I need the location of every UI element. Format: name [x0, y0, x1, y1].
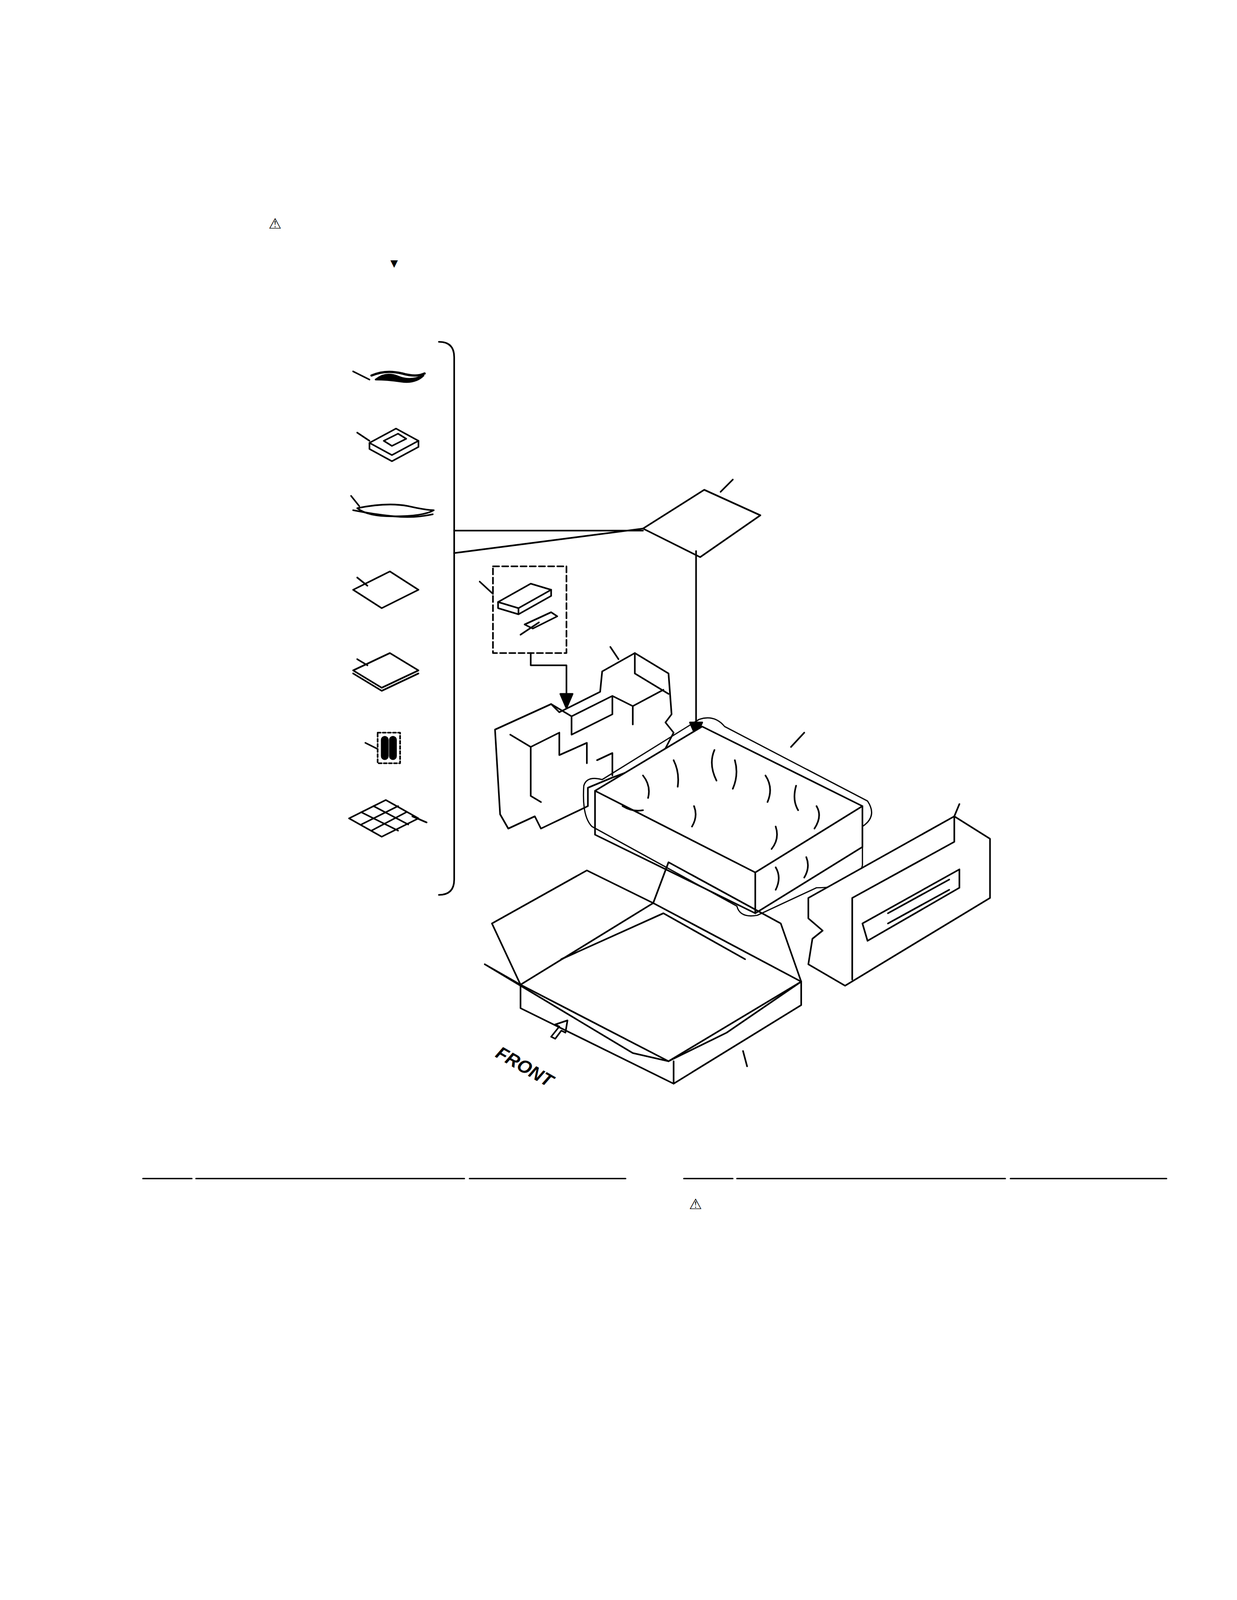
- drawing-part: [361, 806, 409, 832]
- drawing-part: [377, 733, 401, 764]
- cable-coil: [353, 371, 426, 382]
- drawing-part: [852, 816, 960, 980]
- drawing-part: [610, 647, 619, 660]
- drawing-part: [492, 870, 654, 985]
- drawing-part: [520, 622, 540, 636]
- sheet: [353, 571, 419, 609]
- drawing-part: [720, 479, 734, 493]
- drawing-part: [595, 726, 863, 873]
- drawing-part: [353, 653, 419, 689]
- drawing-part: [695, 551, 698, 734]
- drawing-part: [357, 659, 368, 666]
- drawing-part: [561, 913, 746, 960]
- drawing-part: [390, 737, 397, 760]
- power-cord: [351, 496, 434, 518]
- drawing-part: [353, 510, 434, 518]
- bracket-line: [454, 528, 643, 554]
- drawing-part: [412, 816, 427, 823]
- grid-sheet: [349, 800, 427, 837]
- drawing-part: [551, 1020, 568, 1040]
- drawing-part: [791, 733, 805, 748]
- drawing-part: [888, 880, 950, 925]
- drawing-part: [510, 733, 587, 803]
- drawing-part: [371, 371, 425, 376]
- bracket: [439, 342, 455, 896]
- drawing-part: [643, 489, 761, 558]
- drawing-part: [668, 982, 802, 1062]
- drawing-part: [743, 1051, 748, 1067]
- drawing-part: [381, 737, 389, 760]
- drawing-part: [357, 432, 370, 441]
- drawing-part: [353, 371, 370, 380]
- drawing-part: [357, 577, 368, 587]
- table-rule: [142, 1178, 1167, 1180]
- drawing-part: [498, 583, 552, 615]
- drawing-part: [524, 612, 558, 629]
- drawing-part: [520, 903, 802, 1062]
- drawing-part: [808, 816, 991, 987]
- front-label: FRONT: [493, 1043, 557, 1091]
- warning-symbol: ⚠: [689, 1197, 703, 1212]
- booklet: [353, 653, 419, 691]
- warning-symbol: ⚠: [268, 216, 282, 231]
- batteries: [365, 733, 401, 764]
- drawing-part: [349, 800, 419, 837]
- drawing-part: [353, 673, 419, 691]
- drawing-part: [622, 750, 820, 890]
- drawing-part: [954, 804, 960, 817]
- drawing-part: [484, 964, 669, 1062]
- mark-symbol: ▼: [387, 257, 401, 270]
- drawing-part: [653, 862, 802, 982]
- carton: [484, 862, 802, 1084]
- drawing-part: [365, 743, 378, 750]
- small-box: [357, 428, 419, 462]
- drawing-part: [357, 504, 435, 517]
- drawing-part: [498, 590, 552, 615]
- drawing-part: [479, 581, 494, 595]
- drawing-part: [493, 566, 567, 654]
- drawing-part: [520, 982, 802, 1085]
- drawing-part: [351, 496, 360, 507]
- dashed-group: [479, 566, 573, 709]
- foam-cushion-right: [808, 804, 991, 987]
- drawing-part: [353, 571, 419, 609]
- drawing-part: [383, 433, 407, 446]
- drawing-part: [551, 689, 664, 735]
- drawing-part: [369, 440, 419, 462]
